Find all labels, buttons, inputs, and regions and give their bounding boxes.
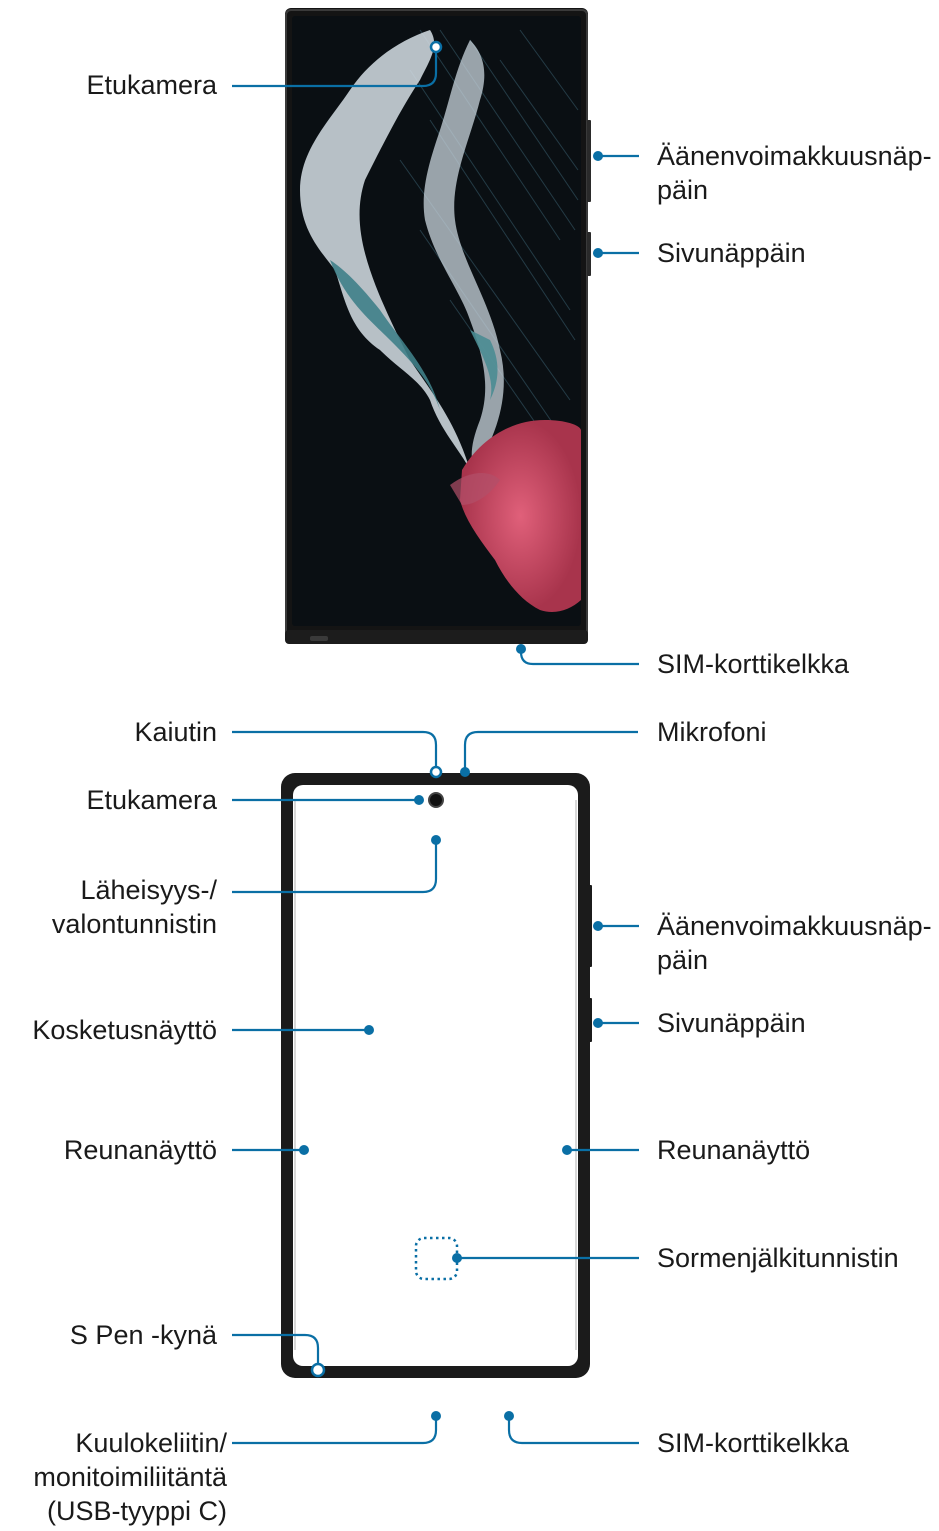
front-side-key bbox=[587, 232, 591, 276]
screen-callout-dots bbox=[299, 765, 603, 1421]
front-volume-key bbox=[587, 120, 591, 202]
label-front-side-key: Sivunäppäin bbox=[657, 238, 806, 268]
dot-front-side bbox=[593, 248, 603, 258]
label-screen-volume-key: Äänenvoimakkuusnäp- päin bbox=[657, 909, 932, 977]
callout-spen bbox=[232, 1333, 320, 1368]
label-earphone-jack-line-3: (USB-tyyppi C) bbox=[46, 1496, 227, 1526]
dot-microphone bbox=[460, 767, 470, 777]
label-screen-sim-tray: SIM-korttikelkka bbox=[657, 1428, 850, 1458]
label-front-volume-key: Äänenvoimakkuusnäp- päin bbox=[657, 139, 932, 207]
dot-spen bbox=[310, 1362, 326, 1378]
label-screen-side-key: Sivunäppäin bbox=[657, 1008, 806, 1038]
dot-front-volume bbox=[593, 151, 603, 161]
dot-front-sim bbox=[516, 644, 526, 654]
dot-proximity bbox=[431, 835, 441, 845]
dot-front-camera bbox=[429, 40, 443, 54]
label-screen-volume-key-line-1: Äänenvoimakkuusnäp- bbox=[657, 911, 932, 941]
label-microphone: Mikrofoni bbox=[657, 717, 767, 747]
front-splash-teal bbox=[330, 260, 440, 410]
dot-screen-front-camera bbox=[414, 795, 424, 805]
dot-earphone bbox=[431, 1411, 441, 1421]
callout-front-camera bbox=[232, 49, 438, 88]
label-front-sim-tray: SIM-korttikelkka bbox=[657, 649, 850, 679]
dot-fingerprint bbox=[452, 1253, 462, 1263]
label-speaker: Kaiutin bbox=[134, 717, 217, 747]
dot-speaker bbox=[429, 765, 443, 779]
dot-edge-left bbox=[299, 1145, 309, 1155]
callout-speaker bbox=[232, 730, 438, 770]
dot-screen-sim bbox=[504, 1411, 514, 1421]
screen-callouts bbox=[232, 730, 639, 1445]
screen-side-key bbox=[587, 998, 592, 1042]
label-screen-volume-key-line-2: päin bbox=[657, 945, 709, 975]
label-proximity-sensor: Läheisyys-/ valontunnistin bbox=[52, 873, 217, 941]
label-earphone-jack-line-1: Kuulokeliitin/ bbox=[75, 1428, 227, 1458]
front-splash-pink bbox=[460, 420, 581, 612]
label-screen-front-camera: Etukamera bbox=[86, 785, 217, 815]
front-callout-dots bbox=[429, 40, 603, 654]
front-spen-slot bbox=[310, 636, 328, 641]
screen-display-area bbox=[293, 785, 578, 1366]
label-front-volume-key-line-1: Äänenvoimakkuusnäp- bbox=[657, 141, 932, 171]
dot-screen-volume bbox=[593, 921, 603, 931]
label-earphone-jack: Kuulokeliitin/ monitoimiliitäntä (USB-ty… bbox=[33, 1426, 227, 1528]
screen-phone-illustration bbox=[281, 773, 592, 1378]
label-front-volume-key-line-2: päin bbox=[657, 175, 709, 205]
callout-earphone bbox=[232, 1418, 438, 1445]
dot-touchscreen bbox=[364, 1025, 374, 1035]
label-edge-screen-left: Reunanäyttö bbox=[63, 1135, 217, 1165]
label-earphone-jack-line-2: monitoimiliitäntä bbox=[33, 1462, 227, 1492]
label-touchscreen: Kosketusnäyttö bbox=[32, 1015, 217, 1045]
dot-screen-side bbox=[593, 1018, 603, 1028]
callout-screen-sim bbox=[507, 1418, 639, 1445]
label-front-camera: Etukamera bbox=[86, 70, 217, 100]
callout-proximity bbox=[232, 842, 438, 894]
screen-front-camera-lens bbox=[428, 792, 444, 808]
dot-edge-right bbox=[562, 1145, 572, 1155]
screen-volume-key bbox=[587, 885, 592, 967]
label-fingerprint-sensor: Sormenjälkitunnistin bbox=[657, 1243, 899, 1273]
callout-front-sim bbox=[519, 649, 639, 666]
callout-microphone bbox=[463, 730, 638, 770]
label-proximity-sensor-line-1: Läheisyys-/ bbox=[80, 875, 217, 905]
label-proximity-sensor-line-2: valontunnistin bbox=[51, 909, 217, 939]
label-s-pen: S Pen -kynä bbox=[69, 1320, 217, 1350]
label-edge-screen-right: Reunanäyttö bbox=[657, 1135, 811, 1165]
front-splash-light bbox=[300, 30, 470, 470]
front-phone-illustration bbox=[285, 8, 591, 644]
